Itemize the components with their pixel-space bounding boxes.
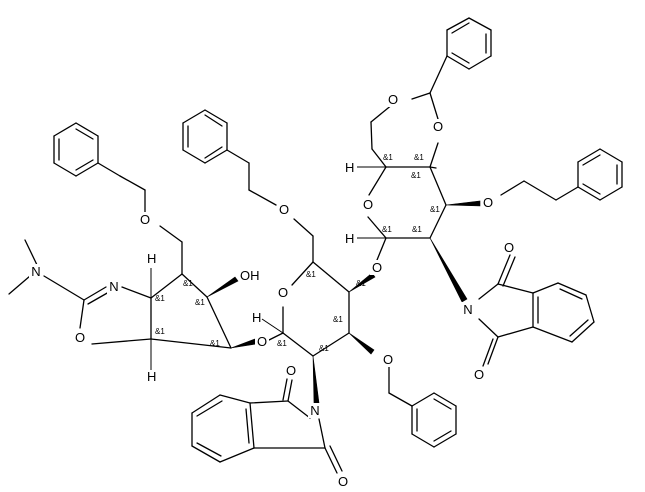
- stereo-label: &1: [414, 153, 424, 162]
- stereo-label: &1: [277, 339, 287, 348]
- atom-o-ring-top: O: [363, 197, 373, 212]
- atom-n-dimethylamino: N: [31, 264, 40, 279]
- atom-o-benzyl-left: O: [140, 212, 150, 227]
- stereo-label: &1: [155, 327, 165, 336]
- atom-o-carbonyl-left-2: O: [338, 474, 348, 489]
- atom-o-carbonyl-left-1: O: [286, 363, 296, 378]
- atom-h-anomeric-middle: H: [252, 310, 261, 325]
- phenyl-ring-right: [555, 148, 623, 201]
- phenyl-ring-mid-bottom: [411, 392, 457, 448]
- atom-o-ring-middle: O: [278, 285, 288, 300]
- stereo-label: &1: [183, 279, 193, 288]
- phenyl-ring-benzylidene: [446, 17, 492, 70]
- atom-o-oxazoline: O: [75, 330, 85, 345]
- atom-o-glycosidic: O: [372, 260, 382, 275]
- phenyl-ring-mid-top: [182, 109, 250, 164]
- atom-h-junction-bottom: H: [147, 369, 156, 384]
- stereo-label: &1: [333, 315, 343, 324]
- atom-n-phthalimide-left: N: [310, 403, 319, 418]
- atom-h-anomeric-top: H: [345, 231, 354, 246]
- stereo-label: &1: [430, 205, 440, 214]
- stereo-label: &1: [383, 153, 393, 162]
- atom-oh: OH: [240, 268, 260, 283]
- atom-n-phthalimide-right: N: [463, 302, 472, 317]
- stereo-label: &1: [382, 225, 392, 234]
- stereo-label: &1: [356, 279, 366, 288]
- atom-o-dioxane-left: O: [388, 92, 398, 107]
- atom-o-c6-middle: O: [279, 202, 289, 217]
- atom-o-carbonyl-right-2: O: [474, 367, 484, 382]
- stereo-label: &1: [306, 270, 316, 279]
- stereo-label: &1: [411, 171, 421, 180]
- phthalimide-left: [191, 378, 343, 474]
- phthalimide-right: [478, 254, 595, 367]
- atom-n-oxazoline: N: [109, 279, 118, 294]
- stereo-label: &1: [195, 298, 205, 307]
- stereo-label: &1: [210, 339, 220, 348]
- phenyl-ring-left: [53, 122, 121, 177]
- atom-o-benzyl-top: O: [483, 195, 493, 210]
- atom-o-dioxane-right: O: [433, 119, 443, 134]
- stereo-label: &1: [412, 225, 422, 234]
- atom-o-carbonyl-right-1: O: [504, 240, 514, 255]
- atom-o-anomeric-middle: O: [257, 334, 267, 349]
- stereo-label-layer: &1 &1 &1 &1 &1 &1 &1 &1 &1 &1 &1 &1 &1 &…: [155, 153, 440, 353]
- stereo-label: &1: [155, 294, 165, 303]
- atom-label-layer: O O O H H O N O O O O O O N O O: [29, 92, 514, 489]
- bond-layer: [8, 17, 623, 474]
- stereo-label: &1: [319, 344, 329, 353]
- atom-o-benzyl-middle: O: [383, 352, 393, 367]
- atom-h-junction-top: H: [147, 251, 156, 266]
- atom-h-c5-top: H: [345, 160, 354, 175]
